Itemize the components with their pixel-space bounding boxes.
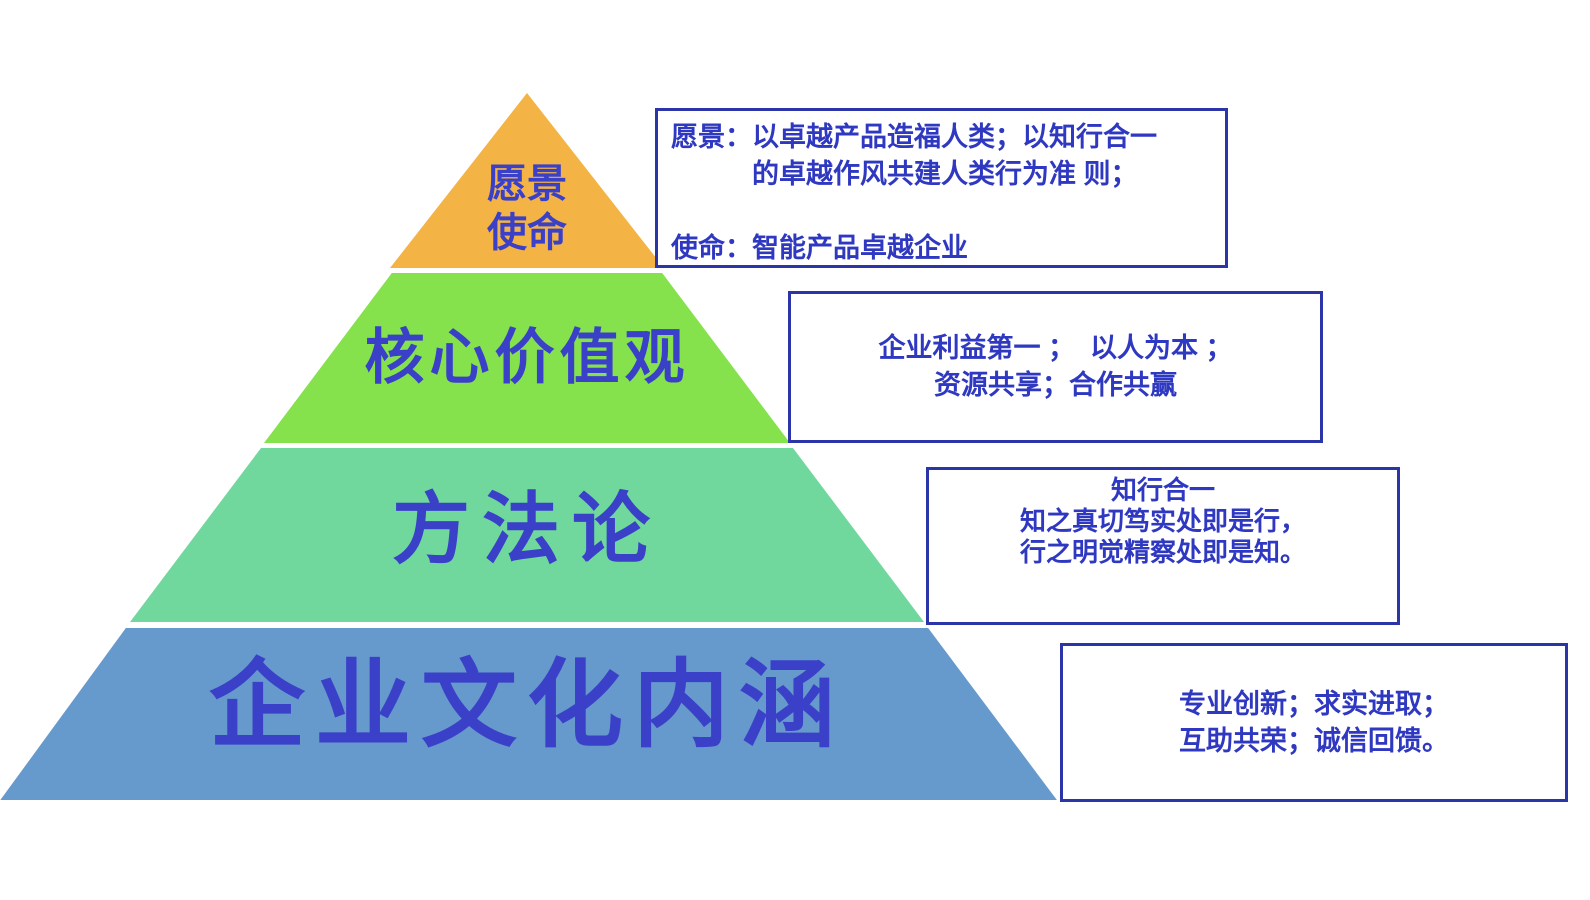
annotation-culture: 专业创新；求实进取； 互助共荣；诚信回馈。 bbox=[1060, 643, 1568, 802]
pyramid-level-core-values: 核心价值观 bbox=[264, 273, 790, 443]
annotation-methodology: 知行合一 知之真切笃实处即是行， 行之明觉精察处即是知。 bbox=[926, 467, 1400, 625]
pyramid-level-vision-mission: 愿景 使命 bbox=[390, 93, 664, 268]
pyramid-level-culture: 企业文化内涵 bbox=[0, 628, 1057, 800]
pyramid-level-methodology: 方法论 bbox=[130, 448, 924, 622]
annotation-core-values: 企业利益第一 ； 以人为本 ； 资源共享；合作共赢 bbox=[788, 291, 1323, 443]
annotation-vision-mission: 愿景：以卓越产品造福人类；以知行合一 的卓越作风共建人类行为准 则； 使命：智能… bbox=[655, 108, 1228, 268]
